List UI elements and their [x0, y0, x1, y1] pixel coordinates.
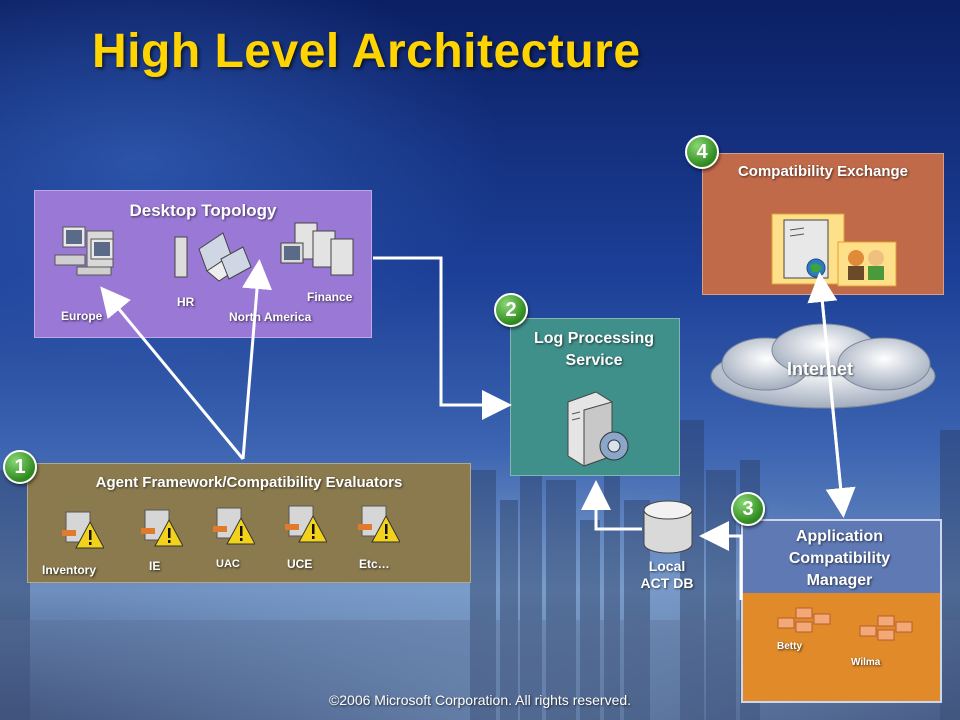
acm-box	[741, 519, 942, 703]
local-db-label-line1: Local	[648, 558, 686, 574]
evaluator-label: IE	[149, 559, 161, 573]
log-processing-title-line2: Service	[565, 352, 623, 369]
acm-bottom-panel	[743, 593, 940, 701]
label-europe: Europe	[61, 309, 103, 323]
label-north-america: North America	[229, 310, 312, 324]
internet-label: Internet	[786, 359, 853, 379]
evaluator-label: UAC	[216, 558, 240, 570]
evaluator-uce-icon	[285, 505, 327, 543]
step-badge-2: 2	[494, 293, 528, 327]
arrow-desktop-to-log-processing	[373, 256, 512, 420]
evaluator-uac-icon	[213, 507, 255, 545]
arrow-acm-to-db	[699, 521, 743, 600]
desktop-topology-box: Desktop Topology Europe HR No	[34, 190, 372, 338]
page-title: High Level Architecture	[92, 25, 641, 78]
arrow-exchange-to-acm	[818, 277, 856, 518]
evaluator-ie-icon	[141, 509, 183, 547]
desktop-topology-title: Desktop Topology	[129, 201, 277, 220]
evaluator-label: UCE	[287, 557, 313, 571]
step-badge-4: 4	[685, 135, 719, 169]
acm-title-line3: Manager	[806, 572, 873, 589]
step-badge-1: 1	[3, 450, 37, 484]
agent-framework-title: Agent Framework/Compatibility Evaluators	[95, 474, 403, 491]
acm-user-betty: Betty	[777, 641, 803, 652]
compatibility-exchange-title: Compatibility Exchange	[737, 163, 909, 180]
evaluator-label: Inventory	[42, 563, 97, 577]
agent-framework-box: Agent Framework/Compatibility Evaluators	[27, 463, 471, 583]
user-tiles-icon	[777, 607, 831, 633]
acm-title-line1: Application	[795, 528, 884, 545]
acm-title-line2: Compatibility	[788, 550, 891, 567]
step-badge-3: 3	[731, 492, 765, 526]
label-finance: Finance	[307, 290, 353, 304]
acm-user-wilma: Wilma	[851, 657, 881, 668]
local-db-label-line2: ACT DB	[640, 575, 694, 591]
label-hr: HR	[177, 295, 195, 309]
internet-cloud-icon	[710, 323, 936, 409]
evaluator-inventory-icon	[62, 511, 104, 549]
database-icon	[643, 500, 693, 554]
user-tiles-icon	[859, 615, 913, 641]
servers-icon	[280, 222, 354, 276]
log-processing-title-line1: Log Processing	[533, 330, 655, 347]
evaluator-etc-icon	[358, 505, 400, 543]
arrow-agent-to-europe	[100, 286, 245, 460]
desktop-computers-icon	[54, 226, 114, 276]
server-gear-icon	[567, 391, 629, 467]
arrow-db-to-log-processing	[581, 480, 642, 531]
copyright-footer: ©2006 Microsoft Corporation. All rights …	[328, 692, 632, 708]
evaluator-label: Etc…	[359, 557, 390, 571]
arrow-agent-to-north-america	[241, 259, 272, 460]
